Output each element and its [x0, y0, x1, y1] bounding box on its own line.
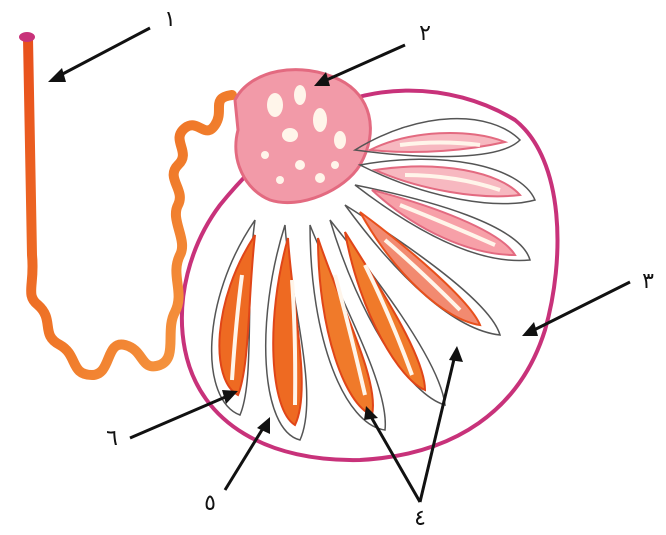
label-1: ١	[164, 7, 176, 32]
rete-testis	[235, 70, 370, 203]
label-4: ٤	[414, 506, 426, 531]
label-5: ٥	[204, 491, 216, 516]
label-3: ٣	[642, 269, 654, 294]
coiled-duct	[28, 38, 232, 375]
label-2: ٢	[419, 21, 431, 46]
label-6: ٦	[106, 426, 118, 451]
duct-end	[19, 32, 35, 42]
